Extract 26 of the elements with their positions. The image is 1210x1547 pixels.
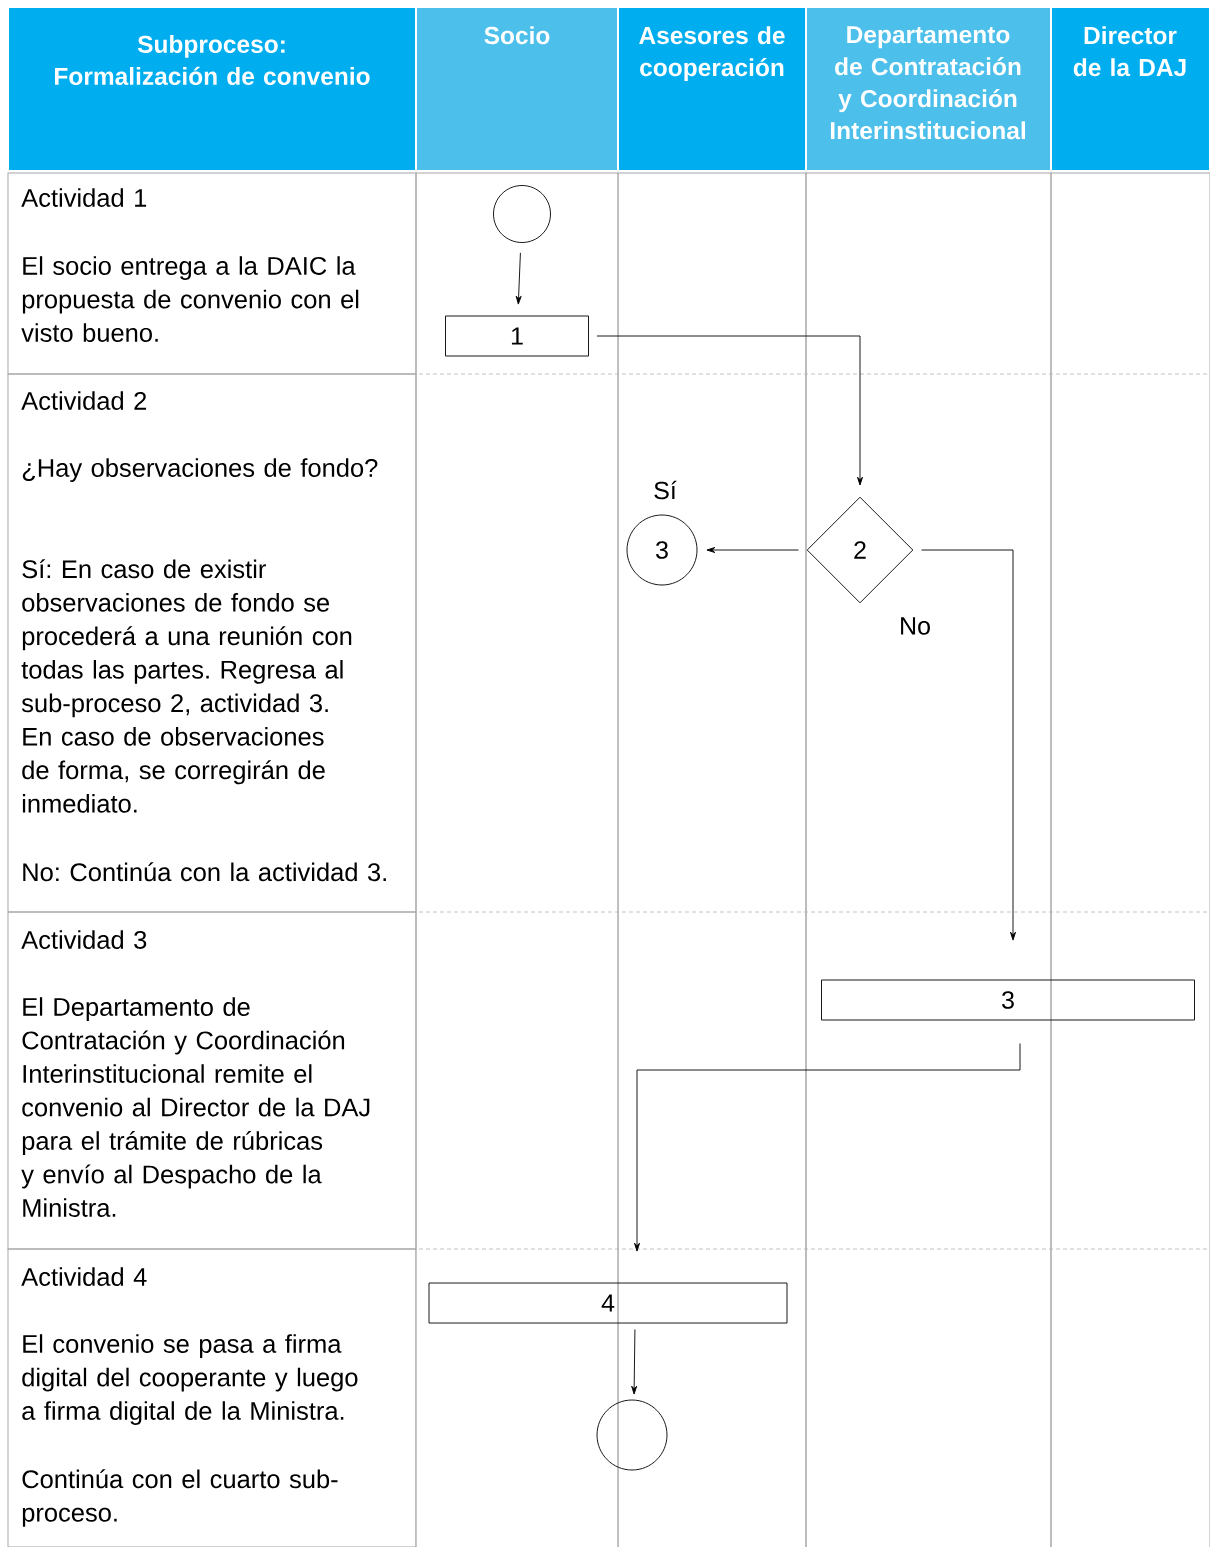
label: ¿Hay observaciones de fondo?: [22, 458, 378, 482]
arrow: [706, 547, 799, 553]
edge-label: No: [897, 615, 933, 637]
arrow: [596, 335, 863, 486]
header-cell: Socio: [417, 8, 617, 170]
label: Sí: En caso de existir observaciones de fondo se procederá a una reunión con todas las partes. Regresa al sub-proceso 2, actividad 3. En caso de observaciones de forma, se corregirán de inmediato.: [21, 559, 352, 813]
edge-label: Sí: [651, 478, 679, 502]
terminal-circle: [596, 1399, 668, 1471]
label: Actividad 2: [21, 391, 147, 410]
activity-cell: Actividad 3 El Departamento de Contratación y Coordinación Interinstitucional remite el convenio al Director de la DAJ para el trámite de rúbricas y envío al Despacho de la Ministra.: [7, 911, 417, 1250]
activity-cell: Actividad 2 ¿Hay observaciones de fondo? Sí: En caso de existir observaciones de fondo se procederá a una reunión con todas las partes. Regresa al sub-proceso 2, actividad 3. En caso de observaciones de forma, se corregirán de inmediato. No: Continúa con la actividad 3.: [7, 373, 417, 913]
process-box: 4: [428, 1282, 788, 1324]
arrow: [515, 252, 522, 305]
process-box: 1: [445, 315, 589, 357]
activity-cell: Actividad 1 El socio entrega a la DAIC la propuesta de convenio con el visto bueno.: [7, 172, 417, 375]
arrow: [921, 549, 1016, 941]
activity-cell: Actividad 4 El convenio se pasa a firma digital del cooperante y luego a firma digital de la Ministra. Continúa con el cuarto sub-proceso.: [7, 1248, 417, 1547]
header-cell: Departamento de Contratación y Coordinación Interinstitucional: [807, 8, 1050, 170]
process-box: 3: [821, 979, 1195, 1021]
label: No: Continúa con la actividad 3.: [23, 862, 386, 882]
arrow: [634, 1043, 1021, 1252]
header-cell: Director de la DAJ: [1052, 8, 1209, 170]
header-cell: Asesores de cooperación: [619, 8, 805, 170]
terminal-circle: [493, 185, 551, 243]
header-cell: Subproceso: Formalización de convenio: [9, 8, 415, 170]
arrow: [631, 1329, 638, 1395]
